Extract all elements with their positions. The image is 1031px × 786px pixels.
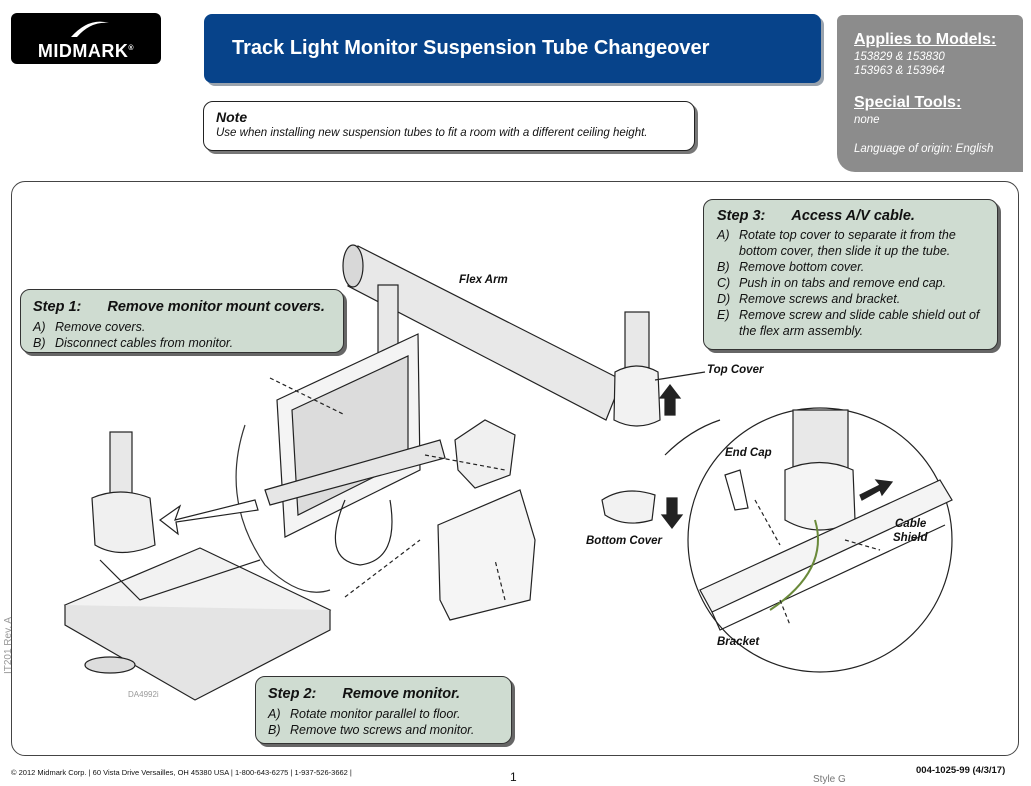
step-3-item: C)Push in on tabs and remove end cap.	[717, 276, 947, 290]
info-panel: Applies to Models: 153829 & 153830 15396…	[837, 15, 1023, 172]
callout-shield: Shield	[893, 532, 928, 544]
step-3-heading: Step 3: Access A/V cable.	[717, 208, 915, 224]
tools-value: none	[854, 114, 880, 126]
step-1-heading: Step 1: Remove monitor mount covers.	[33, 299, 325, 315]
step-1-item: B)Disconnect cables from monitor.	[33, 336, 234, 350]
drawing-code: DA4992i	[128, 690, 159, 699]
callout-top-cover: Top Cover	[707, 364, 764, 376]
callout-cable: Cable	[895, 518, 927, 530]
step-1-box: Step 1: Remove monitor mount covers. A)Re…	[20, 289, 344, 353]
page-title: Track Light Monitor Suspension Tube Chan…	[232, 37, 710, 59]
step-3-item: A)Rotate top cover to separate it from t…	[717, 228, 956, 258]
illustration-frame	[11, 181, 1019, 756]
title-banner: Track Light Monitor Suspension Tube Chan…	[204, 14, 821, 83]
footer-company: © 2012 Midmark Corp. | 60 Vista Drive Ve…	[11, 768, 352, 777]
footer-style: Style G	[813, 774, 846, 785]
language-of-origin: Language of origin: English	[854, 143, 994, 155]
step-3-number: Step 3:	[717, 208, 766, 224]
note-box: Note Use when installing new suspension …	[203, 101, 695, 151]
logo-swoosh-icon	[71, 21, 109, 37]
callout-end-cap: End Cap	[725, 447, 772, 459]
midmark-logo: MIDMARK®	[11, 13, 161, 64]
footer-page-number: 1	[510, 770, 517, 784]
step-3-item: B)Remove bottom cover.	[717, 260, 865, 274]
note-text: Use when installing new suspension tubes…	[216, 127, 648, 139]
models-line-2: 153963 & 153964	[854, 65, 945, 77]
step-1-title: Remove monitor mount covers.	[107, 299, 325, 315]
step-2-heading: Step 2: Remove monitor.	[268, 686, 460, 702]
step-3-title: Access A/V cable.	[791, 208, 915, 224]
step-1-number: Step 1:	[33, 299, 82, 315]
callout-bracket: Bracket	[717, 636, 760, 648]
tools-heading: Special Tools:	[854, 94, 962, 111]
step-2-number: Step 2:	[268, 686, 317, 702]
models-line-1: 153829 & 153830	[854, 51, 945, 63]
step-1-item: A)Remove covers.	[33, 320, 146, 334]
step-2-title: Remove monitor.	[342, 686, 460, 702]
step-3-item: E)Remove screw and slide cable shield ou…	[717, 308, 980, 338]
step-2-box: Step 2: Remove monitor. A)Rotate monitor …	[255, 676, 512, 744]
side-revision-label: IT201 Rev. A	[3, 616, 15, 675]
step-2-item: A)Rotate monitor parallel to floor.	[268, 707, 461, 721]
step-1-list: A)Remove covers. B)Disconnect cables fro…	[33, 319, 333, 351]
callout-flex-arm: Flex Arm	[459, 274, 508, 286]
models-heading: Applies to Models:	[854, 31, 997, 48]
footer-doc-number: 004-1025-99 (4/3/17)	[916, 765, 1006, 776]
logo-text: MIDMARK®	[37, 41, 135, 61]
step-2-item: B)Remove two screws and monitor.	[268, 723, 475, 737]
callout-bottom-cover: Bottom Cover	[586, 535, 663, 547]
step-2-list: A)Rotate monitor parallel to floor. B)Re…	[268, 706, 503, 738]
step-3-box: Step 3: Access A/V cable. A)Rotate top co…	[703, 199, 998, 350]
step-3-item: D)Remove screws and bracket.	[717, 292, 901, 306]
step-3-list: A)Rotate top cover to separate it from t…	[717, 227, 987, 339]
note-heading: Note	[216, 109, 248, 125]
